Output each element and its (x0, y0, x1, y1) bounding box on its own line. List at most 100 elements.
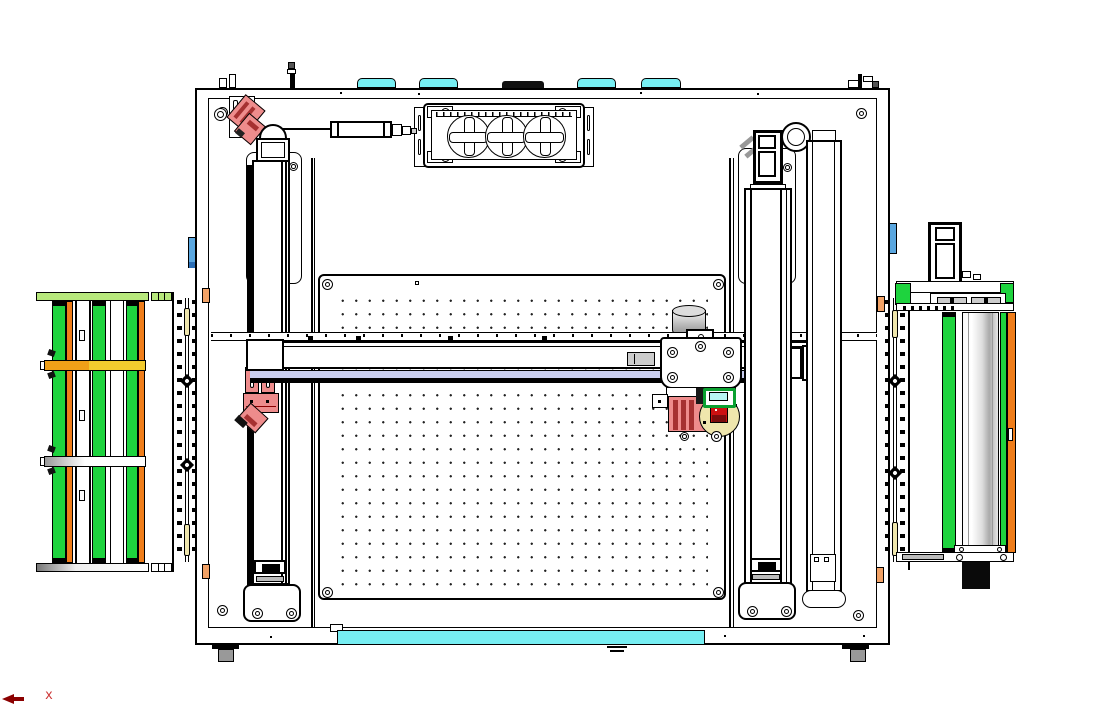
right-rail-motor-detail (758, 135, 776, 149)
bottom-latch (607, 646, 627, 648)
axis-indicator (2, 692, 42, 706)
plate-screw (322, 587, 333, 598)
gantry-dark-guide (250, 379, 792, 383)
edge-tab-orange (876, 567, 884, 583)
sensor-antenna (287, 69, 296, 74)
frame-dot (340, 92, 342, 94)
fan-mount-slot (418, 115, 421, 131)
cylinder-line (337, 123, 339, 136)
machine-inner-frame (208, 98, 877, 628)
top-post-left (229, 74, 236, 88)
frame-dot (418, 93, 420, 95)
right-rail-end-gray (752, 574, 780, 580)
rack-bottom-bar (36, 563, 149, 572)
bottom-cyan-strip (337, 630, 705, 645)
fan-row (447, 115, 569, 158)
rack-line (110, 301, 111, 563)
rail-screw (286, 608, 297, 619)
roller-bottom-plate (896, 552, 1014, 562)
fan-mount-slot (587, 139, 590, 155)
rail-line (750, 190, 752, 583)
panel-line (834, 142, 835, 590)
top-post-right (858, 74, 862, 88)
roller-bottom-gray (902, 554, 944, 560)
rail-screw (747, 606, 758, 617)
rack-rail-green (52, 301, 66, 563)
top-cover-tab (577, 78, 616, 88)
left-rail-motor-detail (261, 142, 285, 158)
top-cover-tab (357, 78, 396, 88)
machine-foot (218, 649, 234, 662)
edge-tab-orange (202, 288, 210, 303)
roller-cylinder (962, 312, 999, 553)
fan-mount-slot (418, 139, 421, 155)
head-screw (723, 372, 734, 383)
gantry-slider-block (627, 352, 655, 366)
pneumatic-cylinder-body (330, 121, 392, 138)
bottom-latch (610, 650, 624, 652)
sensor-antenna (290, 74, 295, 88)
roller-drive-motor (962, 562, 990, 589)
y-guide-line-left (311, 158, 313, 628)
roller-green-thin (1000, 312, 1007, 553)
rack-top-bar (36, 292, 149, 301)
plate-pin (415, 281, 419, 285)
frame-dot (724, 635, 726, 637)
rail-screw (783, 163, 792, 172)
nozzle-screw (711, 431, 722, 442)
rack-crossbar-white (44, 456, 146, 467)
panel-line (812, 142, 813, 590)
fan-1 (447, 115, 490, 158)
edge-tab-blue (188, 237, 196, 268)
head-screw (667, 372, 678, 383)
frame-dot (863, 635, 865, 637)
roller-screw (956, 554, 963, 561)
top-post-right (872, 81, 879, 88)
rack-boundary-line (172, 292, 174, 572)
plate-screw (322, 279, 333, 290)
guide-strip-right (882, 296, 908, 564)
camera-bracket (703, 388, 736, 408)
roller-motor-detail (935, 243, 955, 279)
roller-unit-edge (908, 284, 910, 570)
frame-dot (757, 93, 759, 95)
right-rail-motor-detail (758, 151, 776, 177)
cylinder-line (383, 123, 385, 136)
bottom-strip-step (330, 624, 343, 632)
y-guide-line-left (314, 158, 315, 628)
rail-clamp (448, 336, 453, 341)
plate-screw (713, 279, 724, 290)
rack-bottom-bar-seg (151, 563, 172, 572)
guide-strip-left (174, 296, 200, 564)
rack-crossbar-yellow (44, 360, 146, 371)
roller-top-plate (896, 281, 1014, 293)
rack-line (123, 301, 124, 563)
roller-motor-detail (935, 227, 955, 241)
rack-line (75, 301, 77, 563)
right-rail-end-cap (750, 558, 782, 572)
panel-connector (810, 554, 836, 582)
top-post-left (219, 78, 227, 88)
axis-arrow-icon (2, 694, 14, 704)
head-screw (723, 347, 734, 358)
fan-2 (485, 115, 528, 158)
head-screw (695, 341, 706, 352)
plate-screw (713, 587, 724, 598)
rack-clip (79, 330, 85, 341)
roller-bolt (973, 274, 981, 280)
rail-clamp (356, 336, 361, 341)
rail-clamp (308, 336, 313, 341)
rack-line (89, 301, 91, 563)
rack-top-bar-seg (151, 292, 172, 301)
roller-bolt (962, 271, 971, 278)
machine-foot (850, 649, 866, 662)
edge-tab-blue (889, 223, 897, 254)
right-rail-column (744, 188, 792, 585)
rail-line (786, 190, 787, 583)
frame-corner-screw (856, 108, 867, 119)
frame-dot (270, 636, 272, 638)
gantry-beam-line (248, 346, 834, 347)
panel-slot-oval (802, 590, 846, 608)
canister-top (672, 305, 706, 317)
